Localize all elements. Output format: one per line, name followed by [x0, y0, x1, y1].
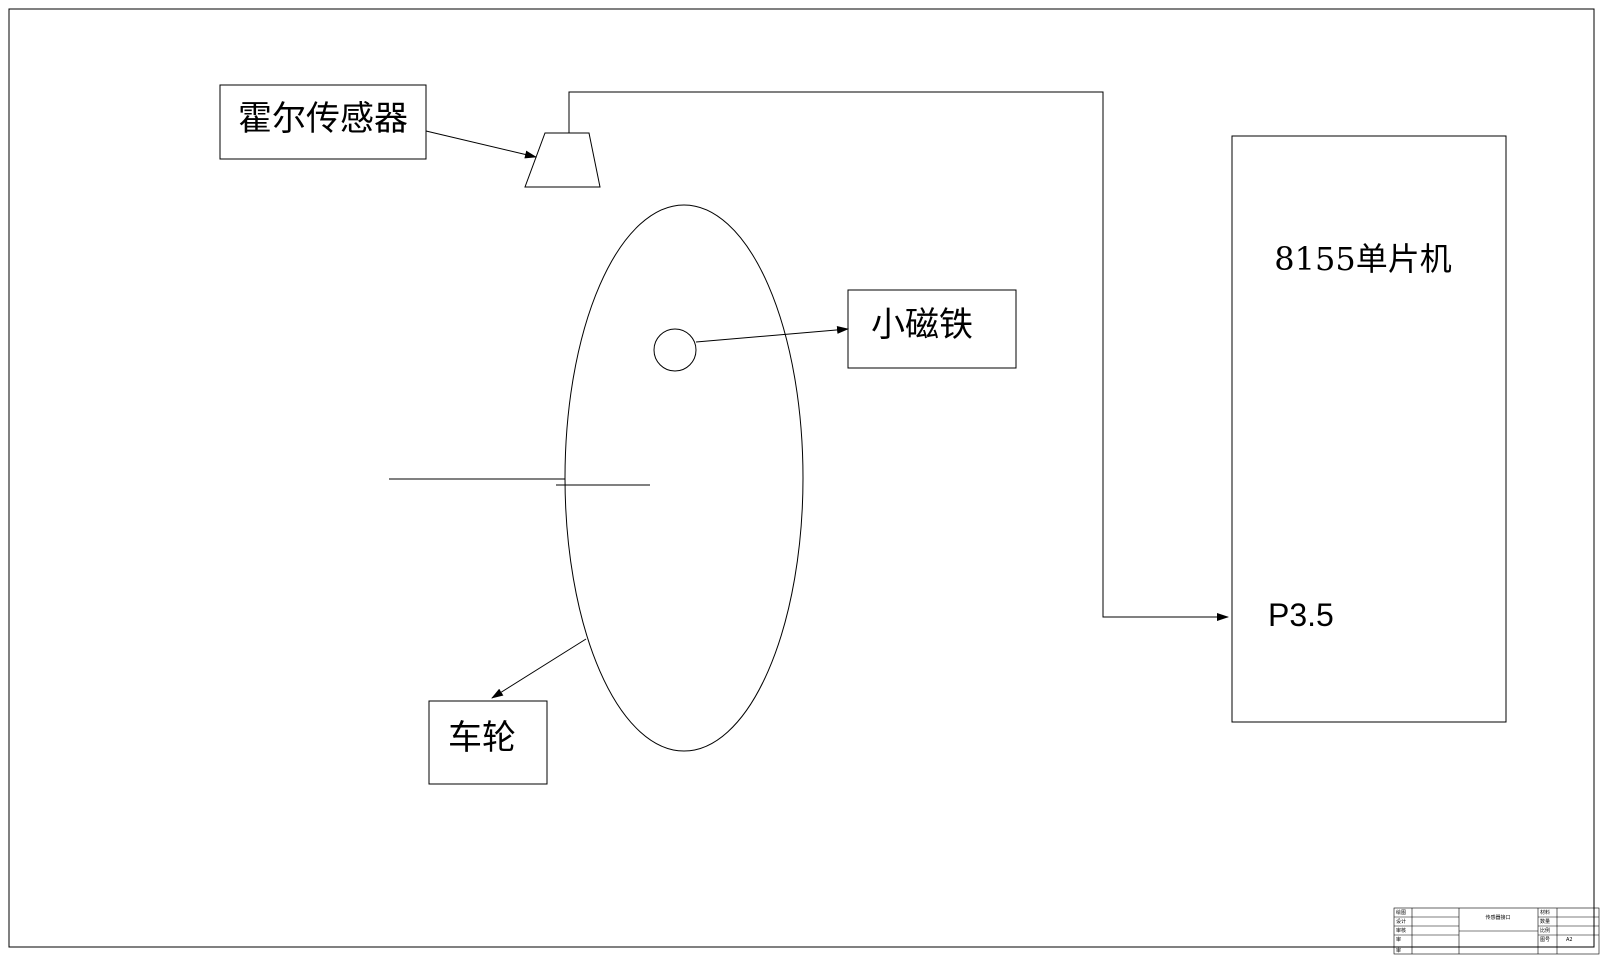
wheel-label-box: 车轮: [428, 700, 548, 785]
title-block: 绘图 设计 审核 审 审 传感器接口 材料 数量 比例 图号 A2: [1393, 907, 1600, 955]
hall-sensor-symbol: [524, 132, 601, 188]
wheel-label: 车轮: [448, 718, 516, 758]
magnet-label-box: 小磁铁: [847, 289, 1017, 369]
magnet-pointer-arrow: [695, 325, 849, 343]
sheet-border: [8, 8, 1595, 948]
tb-extra: 审: [1396, 947, 1401, 954]
mcu-box: 8155单片机 P3.5: [1231, 135, 1507, 723]
port-label: P3.5: [1268, 597, 1334, 633]
signal-wire: [568, 91, 1229, 621]
tb-drawing-no: 图号: [1540, 937, 1550, 943]
tb-designed: 设计: [1396, 918, 1406, 925]
magnet-label: 小磁铁: [871, 305, 973, 345]
tb-scale: 比例: [1540, 927, 1550, 934]
tb-sheet-size: A2: [1566, 937, 1573, 943]
tb-approved: 审: [1396, 936, 1401, 943]
tb-material: 材料: [1540, 909, 1550, 916]
hall-sensor-pointer-arrow: [425, 130, 537, 159]
tb-quantity: 数量: [1540, 918, 1550, 925]
wheel-ellipse: [564, 204, 804, 752]
hall-sensor-label-box: 霍尔传感器: [219, 84, 427, 160]
mcu-label: 8155单片机: [1274, 240, 1451, 278]
hall-sensor-label: 霍尔传感器: [238, 99, 408, 139]
magnet-circle: [653, 328, 697, 372]
tb-drawn: 绘图: [1396, 909, 1406, 916]
wheel-pointer-arrow: [491, 638, 587, 699]
tb-checked: 审核: [1396, 927, 1406, 934]
tb-drawing-title: 传感器接口: [1485, 914, 1510, 921]
